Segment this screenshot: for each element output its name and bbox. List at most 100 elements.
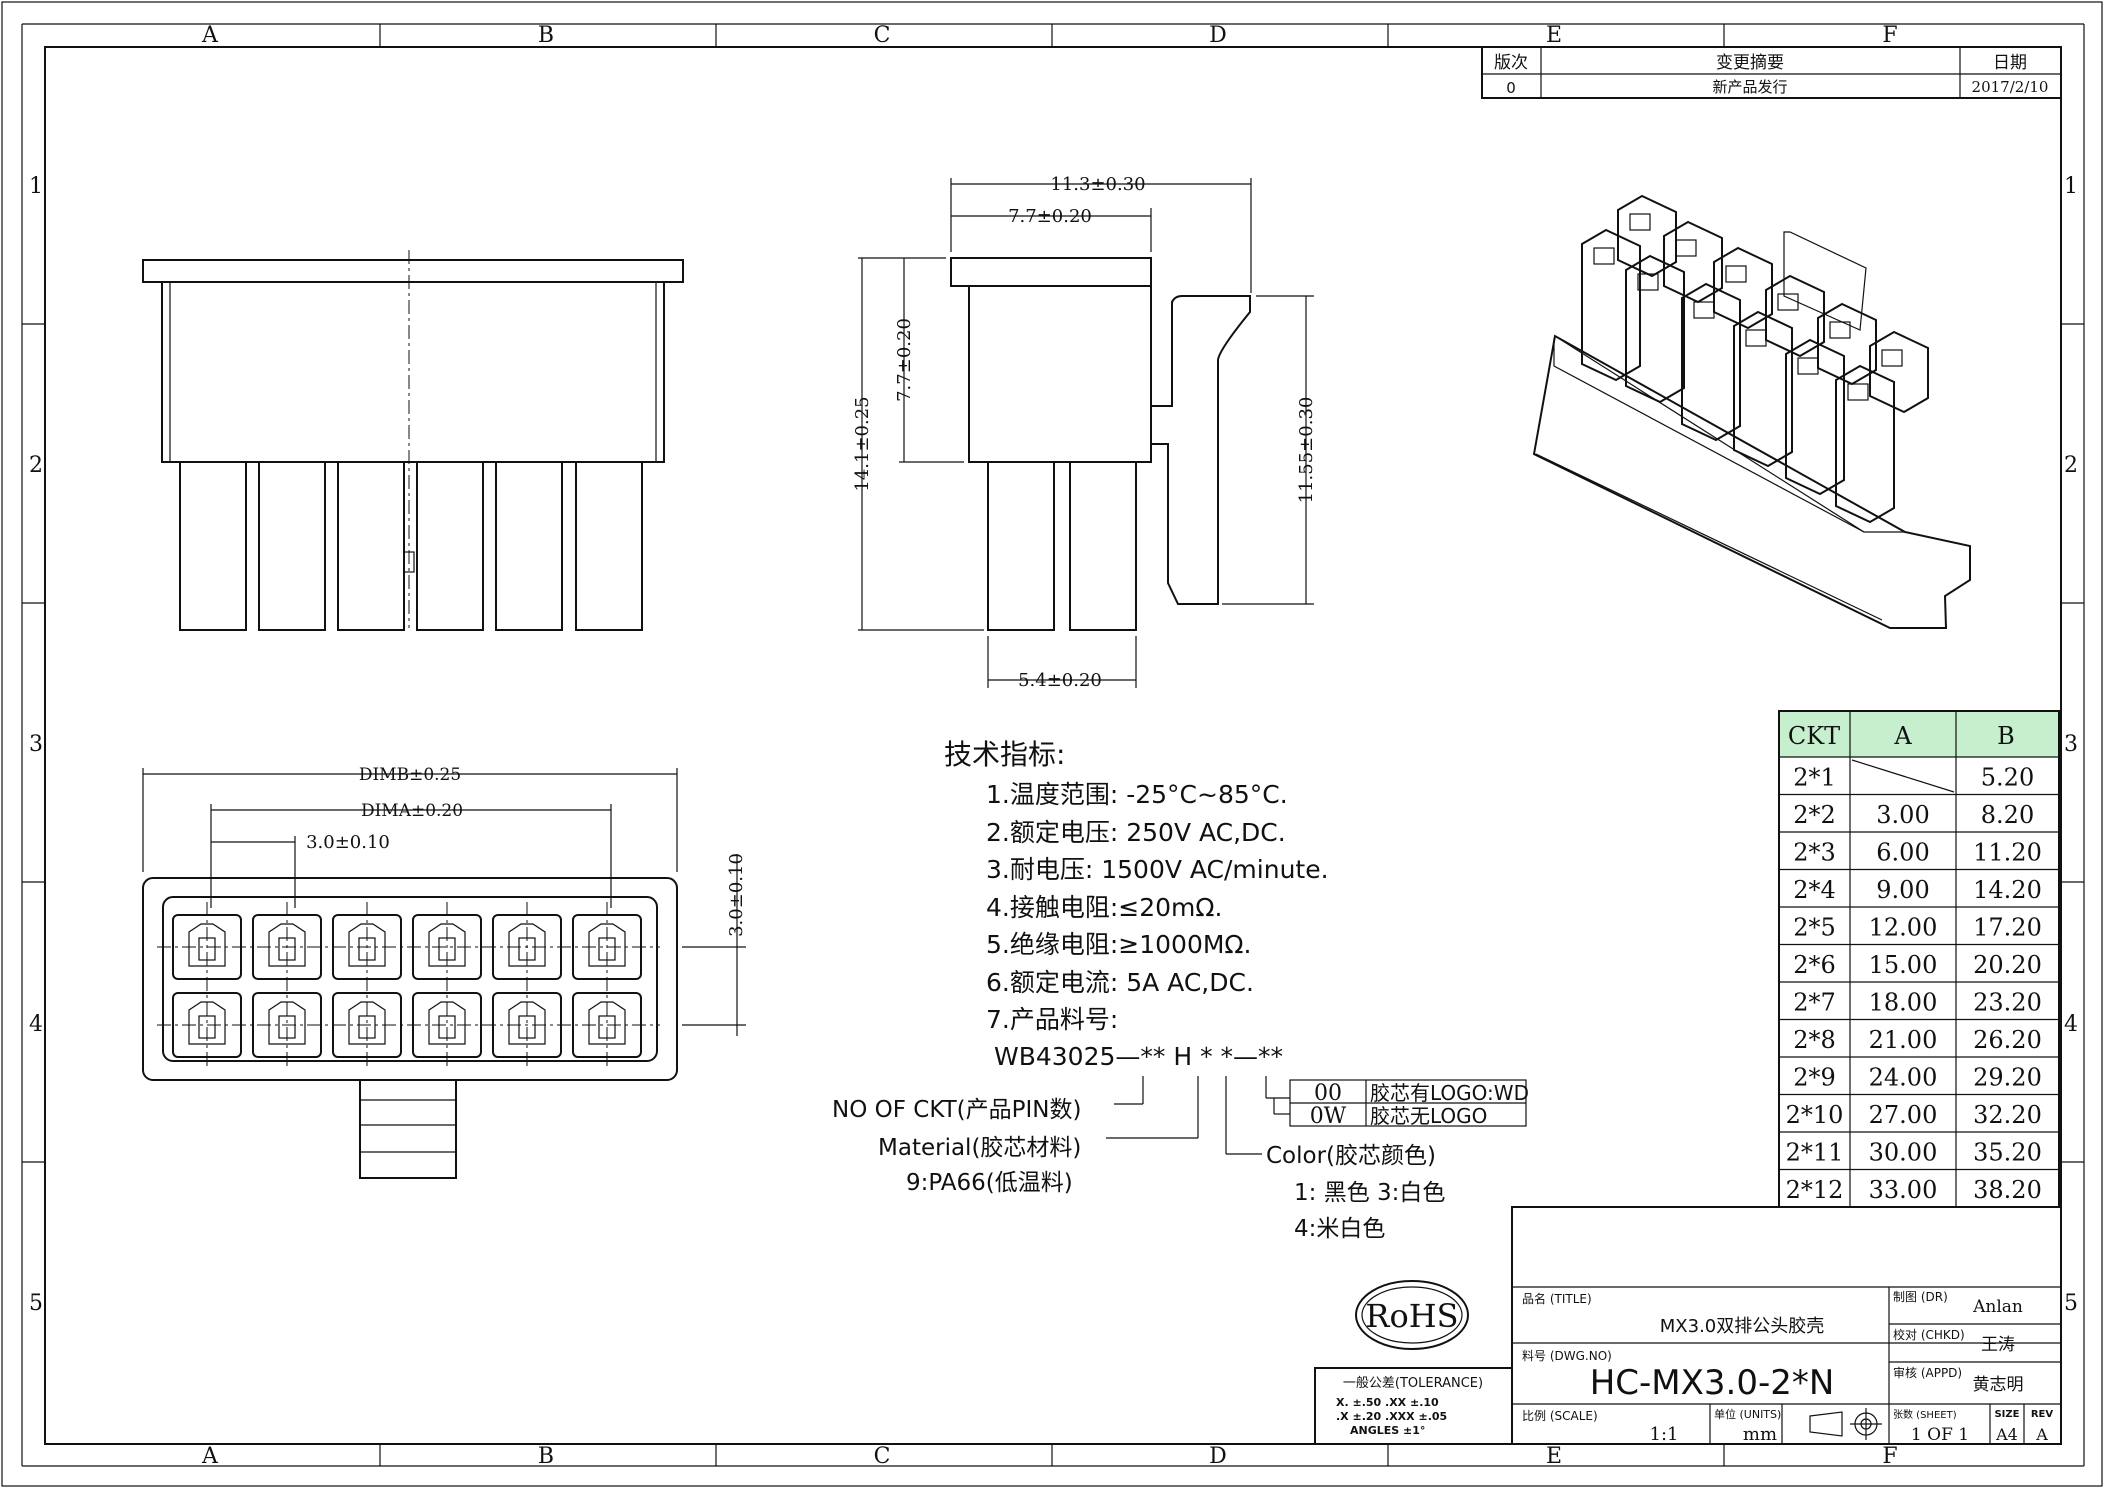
dim-b-cell: 23.20 — [1973, 989, 2042, 1017]
ckt-label: NO OF CKT(产品PIN数) — [832, 1097, 1081, 1123]
logo-option-boxes — [1289, 1079, 1527, 1127]
dim-b-cell: 20.20 — [1973, 951, 2042, 979]
spec-item: 3.耐电压: 1500V AC/minute. — [986, 855, 1329, 884]
dim-pitch: 3.0±0.10 — [306, 832, 390, 853]
dim-b-cell: 11.20 — [1973, 839, 2042, 867]
tolerance-line: .X ±.20 .XXX ±.05 — [1336, 1410, 1447, 1423]
ckt-cell: 2*10 — [1786, 1101, 1844, 1129]
zone-col-top: B — [538, 23, 554, 48]
rev-value: 0 — [1506, 79, 1516, 97]
dim-body-height: 7.7±0.20 — [894, 318, 915, 402]
scale-value: 1:1 — [1650, 1424, 1679, 1445]
front-view — [142, 250, 684, 631]
units-label: 单位 (UNITS) — [1714, 1407, 1781, 1421]
dim-a-cell: 33.00 — [1869, 1176, 1938, 1204]
date-value: 2017/2/10 — [1972, 78, 2049, 96]
zone-row-right: 3 — [2064, 732, 2078, 757]
dim-b-cell: 29.20 — [1973, 1064, 2042, 1092]
color-label: Color(胶芯颜色) — [1266, 1143, 1436, 1169]
side-view-dim-labels: 11.3±0.30 7.7±0.20 14.1±0.25 7.7±0.20 11… — [852, 174, 1317, 691]
dim-b-cell: 32.20 — [1973, 1101, 2042, 1129]
zone-col-bottom: C — [874, 1444, 891, 1469]
part-number-leaders — [1106, 1076, 1290, 1155]
size-label: SIZE — [1994, 1409, 2019, 1420]
material-value: 9:PA66(低温料) — [906, 1170, 1073, 1196]
logo-option-desc: 胶芯无LOGO — [1370, 1104, 1487, 1128]
appd-label: 审核 (APPD) — [1893, 1365, 1962, 1380]
ckt-header: CKT — [1788, 722, 1840, 750]
zone-col-top: A — [201, 23, 219, 48]
specs-heading: 技术指标: — [944, 738, 1065, 771]
dr-value: Anlan — [1972, 1297, 2023, 1317]
dim-total-height: 14.1±0.25 — [852, 396, 873, 491]
dim-a-cell: 12.00 — [1869, 914, 1938, 942]
ckt-cell: 2*4 — [1793, 876, 1836, 904]
title-block: 品名 (TITLE) MX3.0双排公头胶壳 料号 (DWG.NO) HC-MX… — [1511, 1206, 2062, 1445]
appd-value: 黄志明 — [1973, 1375, 2024, 1395]
ckt-cell: 2*6 — [1793, 951, 1836, 979]
dim-a-cell: 15.00 — [1869, 951, 1938, 979]
rev-label: REV — [2031, 1409, 2054, 1420]
tolerance-box: 一般公差(TOLERANCE) X. ±.50 .XX ±.10 .X ±.20… — [1314, 1367, 1513, 1445]
dim-a-cell: 9.00 — [1876, 876, 1929, 904]
title-label: 品名 (TITLE) — [1522, 1291, 1592, 1306]
dim-b-cell: 8.20 — [1981, 801, 2034, 829]
bottom-view — [142, 877, 678, 1179]
dim-b-cell: 17.20 — [1973, 914, 2042, 942]
zone-row-right: 1 — [2064, 174, 2078, 199]
chkd-label: 校对 (CHKD) — [1893, 1327, 1965, 1342]
b-header: B — [1997, 722, 2015, 750]
rohs-text: RoHS — [1365, 1297, 1458, 1335]
isometric-view — [1532, 194, 1971, 629]
ckt-cell: 2*5 — [1793, 914, 1836, 942]
ckt-cell: 2*8 — [1793, 1026, 1836, 1054]
dim-b-cell: 14.20 — [1973, 876, 2042, 904]
chkd-value: 王涛 — [1981, 1335, 2015, 1355]
dwg-label: 料号 (DWG.NO) — [1522, 1349, 1612, 1363]
dim-a-cell: 3.00 — [1876, 801, 1929, 829]
zone-row-right: 2 — [2064, 453, 2078, 478]
rohs-logo: RoHS — [1355, 1280, 1469, 1350]
spec-item: 2.额定电压: 250V AC,DC. — [986, 818, 1286, 847]
logo-option-code: 0W — [1310, 1104, 1347, 1129]
zone-row-left: 4 — [29, 1012, 43, 1037]
tolerance-line: X. ±.50 .XX ±.10 — [1336, 1396, 1439, 1409]
color-line1: 1: 黑色 3:白色 — [1294, 1180, 1445, 1206]
units-value: mm — [1743, 1424, 1777, 1445]
ckt-cell: 2*7 — [1793, 989, 1836, 1017]
dim-b-cell: 26.20 — [1973, 1026, 2042, 1054]
rev-value: A — [2035, 1425, 2048, 1444]
dim-latch-height: 11.55±0.30 — [1296, 397, 1317, 504]
dim-a-cell: 24.00 — [1869, 1064, 1938, 1092]
zone-col-top: C — [874, 23, 891, 48]
revision-block: 版次 变更摘要 日期 0 新产品发行 2017/2/10 — [1481, 46, 2062, 99]
zone-col-top: D — [1209, 23, 1227, 48]
spec-item: 7.产品料号: — [986, 1005, 1118, 1034]
rev-header: 版次 — [1494, 53, 1528, 73]
tolerance-title: 一般公差(TOLERANCE) — [1343, 1375, 1483, 1391]
side-view — [950, 257, 1251, 631]
dim-a-cell: 6.00 — [1876, 839, 1929, 867]
size-value: A4 — [1995, 1425, 2018, 1444]
dwg-number: HC-MX3.0-2*N — [1590, 1363, 1835, 1403]
dim-b-cell: 5.20 — [1981, 764, 2034, 792]
date-header: 日期 — [1993, 53, 2027, 73]
part-number: WB43025—** H * *—** — [994, 1042, 1283, 1071]
bottom-view-dimensions — [142, 768, 746, 1036]
zone-col-bottom: F — [1882, 1444, 1897, 1469]
zone-col-bottom: E — [1546, 1444, 1562, 1469]
zone-row-left: 3 — [29, 732, 43, 757]
inner-border — [44, 46, 2062, 1445]
tolerance-line: ANGLES ±1° — [1350, 1424, 1425, 1437]
dim-dimb: DIMB±0.25 — [359, 765, 461, 785]
spec-item: 6.额定电流: 5A AC,DC. — [986, 968, 1254, 997]
spec-item: 1.温度范围: -25°C~85°C. — [986, 780, 1288, 809]
dim-a-cell: 27.00 — [1869, 1101, 1938, 1129]
dim-row-pitch: 3.0±0.10 — [726, 853, 747, 937]
spec-item: 5.绝缘电阻:≥1000MΩ. — [986, 930, 1251, 959]
projection-icon — [1809, 1408, 1882, 1440]
drawing-title: MX3.0双排公头胶壳 — [1660, 1316, 1825, 1337]
